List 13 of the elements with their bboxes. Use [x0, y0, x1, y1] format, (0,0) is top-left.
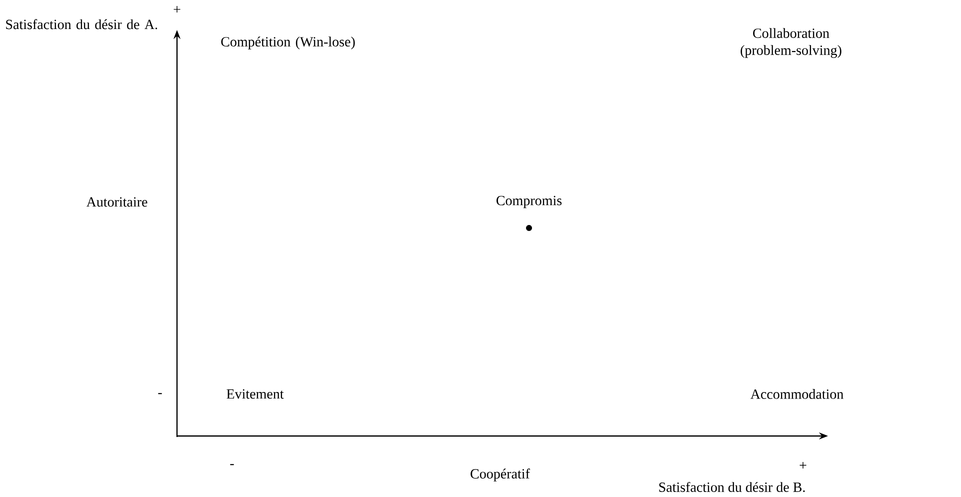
axis-sign: -: [230, 464, 234, 466]
quadrant-label: Accommodation: [750, 389, 844, 399]
axis-sign: -: [158, 393, 162, 394]
quadrant-label: Evitement: [226, 389, 284, 399]
quadrant-label: Collaboration (problem-solving): [740, 28, 842, 58]
axis-sign: +: [174, 6, 180, 13]
axis-label: Coopératif: [470, 468, 530, 482]
point-label: Compromis: [496, 196, 562, 208]
axis-label: Satisfaction du désir de A.: [6, 19, 158, 30]
axis-sign: +: [800, 462, 806, 469]
axis-label: Autoritaire: [86, 197, 148, 207]
axis-label: Satisfaction du désir de B.: [659, 482, 805, 492]
quadrant-label: Compétition (Win-lose): [221, 36, 355, 50]
